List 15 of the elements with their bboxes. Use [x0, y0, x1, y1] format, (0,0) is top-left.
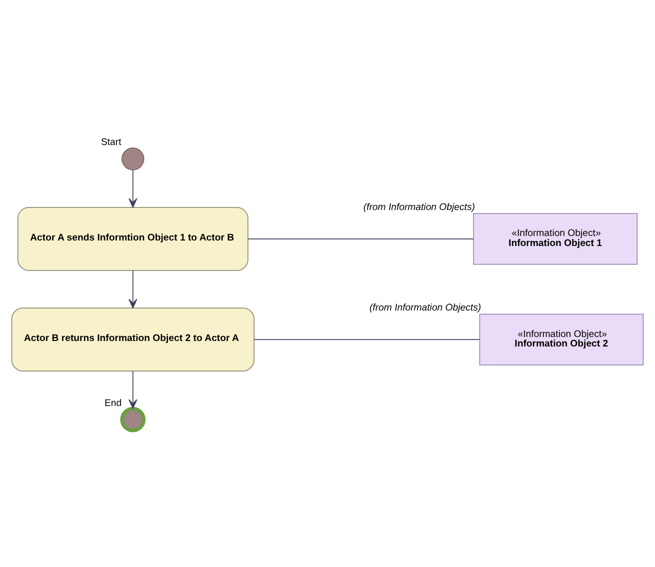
node-label: End: [104, 397, 122, 408]
node-label: Start: [100, 136, 122, 148]
node-box: «Information Object» Information Object 1: [473, 212, 638, 264]
arrow: [128, 270, 138, 308]
connector: [248, 238, 474, 239]
arrow: [128, 370, 138, 408]
node-label: (from Information Objects): [369, 302, 482, 313]
connector: [254, 338, 480, 340]
node-box: Actor A sends Informtion Object 1 to Actor B: [17, 206, 248, 270]
node-box: «Information Object» Information Object 2: [479, 313, 644, 365]
node-label: (from Information Objects): [363, 201, 475, 212]
arrow: [128, 169, 138, 208]
node-circle: [122, 147, 144, 170]
node-box: Actor B returns Information Object 2 to Actor A: [11, 307, 254, 371]
node-circle: [120, 406, 146, 432]
